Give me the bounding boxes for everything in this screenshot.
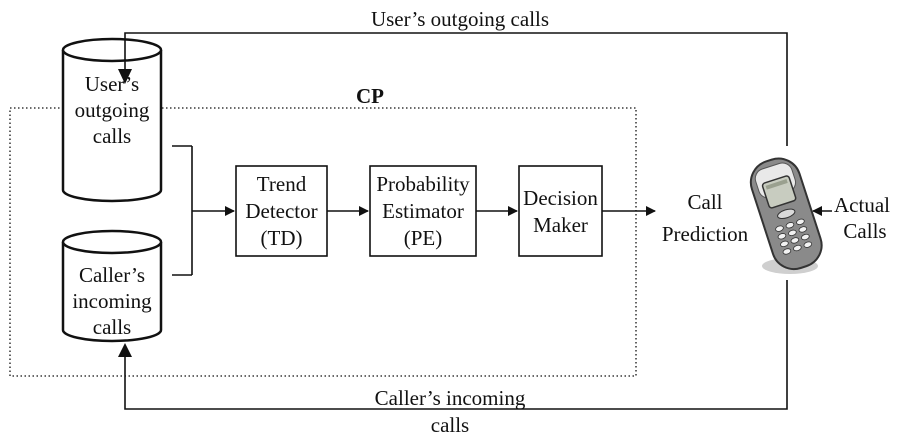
trend-detector-box [235,165,328,257]
call-prediction-line-1: Call [687,190,723,214]
probability-estimator-line-3: (PE) [403,226,443,250]
mobile-phone-icon [749,157,823,274]
cp-boundary [9,107,637,377]
cp-label: CP [356,84,384,108]
actual-calls-line-1: Actual [834,193,890,217]
outgoing-calls-database-shape [61,37,163,203]
incoming-feedback-line [124,280,788,410]
outgoing-feedback-line [124,32,788,146]
incoming-db-line-3: calls [92,315,132,339]
incoming-feedback-line-1: Caller’s incoming [374,386,526,410]
actual-calls-line-2: Calls [843,219,887,243]
decision-maker-line-2: Maker [533,213,588,237]
incoming-db-line-2: incoming [72,289,152,313]
trend-detector-line-3: (TD) [260,226,303,250]
incoming-feedback-arrowhead [118,343,132,357]
outgoing-db-line-3: calls [92,124,132,148]
incoming-feedback-line-2: calls [430,413,470,437]
outgoing-feedback-label: User’s outgoing calls [370,7,550,31]
decision-maker-line-1: Decision [523,186,598,210]
trend-detector-line-2: Detector [245,199,318,223]
incoming-db-line-1: Caller’s [78,263,146,287]
outgoing-feedback-arrowhead [118,69,132,84]
probability-estimator-box [369,165,477,257]
call-prediction-line-2: Prediction [661,222,749,246]
probability-estimator-line-2: Estimator [382,199,464,223]
outgoing-db-line-2: outgoing [74,98,150,122]
probability-estimator-line-1: Probability [376,172,470,196]
database-merge-bracket [172,145,193,276]
outgoing-db-line-1: User’s [84,72,140,96]
incoming-calls-database-shape [61,229,163,343]
trend-detector-line-1: Trend [256,172,307,196]
decision-maker-box [518,165,603,257]
